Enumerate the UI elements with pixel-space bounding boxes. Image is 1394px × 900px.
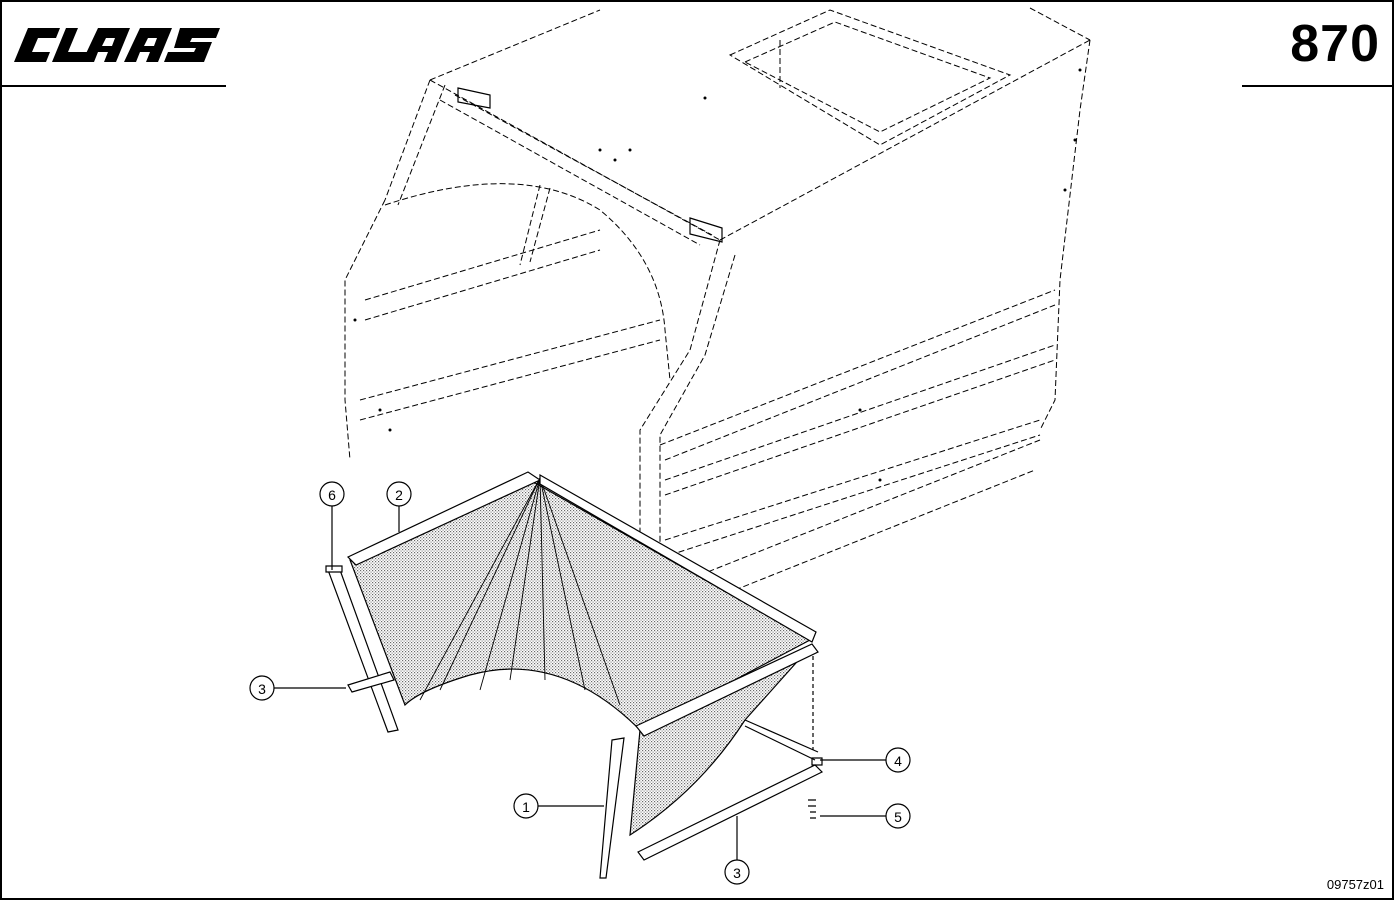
callout-circle-3b bbox=[724, 859, 750, 885]
callout-circle-5 bbox=[885, 803, 911, 829]
callout-circle-1 bbox=[513, 793, 539, 819]
callout-circle-3a bbox=[249, 675, 275, 701]
bottom-strip bbox=[637, 764, 824, 861]
callout-label-3: 3 bbox=[733, 865, 741, 881]
item-1-strip bbox=[599, 737, 625, 879]
callout-label-1: 1 bbox=[522, 799, 530, 815]
callout-label-4: 4 bbox=[894, 753, 902, 769]
callout-label-5: 5 bbox=[894, 809, 902, 825]
bolt-holes bbox=[353, 68, 1082, 482]
callout-label-3: 3 bbox=[258, 681, 266, 697]
brand-logo bbox=[14, 28, 220, 62]
lower-mesh-panel bbox=[629, 643, 819, 837]
page-number: 870 bbox=[1290, 15, 1380, 73]
callout-label-2: 2 bbox=[395, 487, 403, 503]
callout-circle-4 bbox=[885, 747, 911, 773]
callout-circle-2 bbox=[386, 481, 412, 507]
drawing-id: 09757z01 bbox=[1326, 877, 1384, 892]
callout-label-6: 6 bbox=[328, 487, 336, 503]
callouts bbox=[274, 506, 886, 860]
callout-circles bbox=[249, 481, 911, 885]
hinge-brackets bbox=[457, 87, 723, 243]
mesh-panel bbox=[346, 471, 817, 731]
callout-circle-6 bbox=[319, 481, 345, 507]
machine-body-outline bbox=[344, 7, 1091, 621]
left-strips bbox=[325, 565, 399, 733]
fasteners bbox=[808, 656, 823, 819]
